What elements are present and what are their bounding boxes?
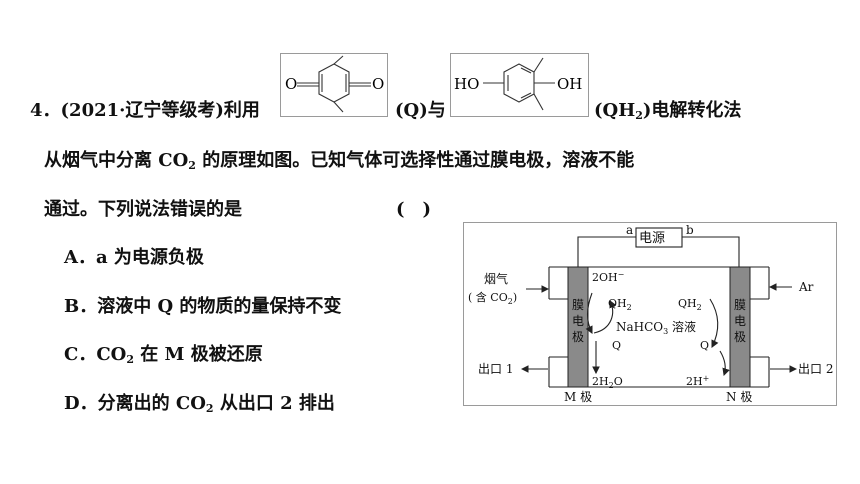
flue-gas-detail: ( 含 CO2) xyxy=(468,290,517,306)
m-top-species: 2OH− xyxy=(592,270,624,284)
option-d-post: 从出口 2 排出 xyxy=(213,393,335,414)
electrolysis-diagram: 电源 a b 烟气 ( 含 CO2) Ar 出口 1 出口 2 M 极 N 极 … xyxy=(463,222,837,406)
n-bottom-species: 2H+ xyxy=(686,374,709,388)
svg-text:极: 极 xyxy=(572,330,584,344)
line2-post: 的原理如图。已知气体可选择性通过膜电极，溶液不能 xyxy=(195,150,635,171)
option-d-sub: 2 xyxy=(205,402,214,415)
m-electrode-vertical-label: 膜 电 极 xyxy=(572,298,584,344)
svg-text:膜: 膜 xyxy=(734,298,746,312)
hydroquinone-structure-icon: HO OH xyxy=(454,57,582,111)
svg-text:极: 极 xyxy=(734,330,746,344)
line2-pre: 从烟气中分离 CO xyxy=(44,150,189,171)
argon-label: Ar xyxy=(798,280,814,294)
qh2-label: (QH2)电解转化法 xyxy=(594,96,741,122)
n-electrode-label: N 极 xyxy=(726,390,752,404)
qh2-molecule-image: HO OH xyxy=(450,53,589,117)
q-label: (Q)与 xyxy=(395,100,446,121)
n-mid-species: QH2 xyxy=(678,297,702,312)
option-c: C．CO2 在 M 极被还原 xyxy=(64,340,263,366)
option-a: A．a 为电源负极 xyxy=(64,247,204,268)
outlet-2-label: 出口 2 xyxy=(798,362,833,376)
line2-sub: 2 xyxy=(188,159,196,172)
qh2-oh-right: OH xyxy=(557,75,582,93)
qh2-label-post: )电解转化法 xyxy=(642,100,742,121)
solution-label: NaHCO3 溶液 xyxy=(616,319,696,336)
m-mid-species: QH2 xyxy=(608,297,632,312)
quinone-structure-icon: O O xyxy=(285,55,384,113)
q-molecule-image: O O xyxy=(280,53,388,117)
option-b: B．溶液中 Q 的物质的量保持不变 xyxy=(64,296,342,317)
power-label: 电源 xyxy=(639,231,665,246)
option-c-post: 在 M 极被还原 xyxy=(134,344,263,365)
n-electrode-vertical-label: 膜 电 极 xyxy=(734,298,746,344)
svg-text:电: 电 xyxy=(572,314,584,328)
question-source: (2021·辽宁等级考)利用 xyxy=(60,100,260,121)
n-q-species: Q xyxy=(700,339,709,352)
question-number: 4． xyxy=(30,100,61,121)
option-d: D．分离出的 CO2 从出口 2 排出 xyxy=(64,389,335,415)
answer-paren: ( ) xyxy=(396,199,432,220)
option-c-pre: C．CO xyxy=(64,344,127,365)
option-d-pre: D．分离出的 CO xyxy=(64,393,206,414)
svg-text:膜: 膜 xyxy=(572,298,584,312)
m-electrode-label: M 极 xyxy=(564,390,592,404)
m-bottom-species: 2H2O xyxy=(592,375,623,390)
qh2-ho-left: HO xyxy=(454,75,479,93)
qh2-label-pre: (QH xyxy=(594,100,636,121)
question-line-2: 从烟气中分离 CO2 的原理如图。已知气体可选择性通过膜电极，溶液不能 xyxy=(44,146,634,172)
option-c-sub: 2 xyxy=(126,353,134,366)
flue-gas-label: 烟气 xyxy=(484,271,508,286)
electrolysis-cell-icon: 电源 a b 烟气 ( 含 CO2) Ar 出口 1 出口 2 M 极 N 极 … xyxy=(468,223,833,404)
terminal-b: b xyxy=(686,223,694,237)
question-line-3: 通过。下列说法错误的是 xyxy=(44,199,242,220)
question-line-1: 4．(2021·辽宁等级考)利用 xyxy=(30,96,260,122)
m-q-species: Q xyxy=(612,339,621,352)
terminal-a: a xyxy=(626,223,633,237)
outlet-1-label: 出口 1 xyxy=(478,362,513,376)
q-o-right: O xyxy=(372,75,384,93)
qh2-label-sub: 2 xyxy=(635,109,643,122)
q-o-left: O xyxy=(285,75,297,93)
svg-text:电: 电 xyxy=(734,314,746,328)
